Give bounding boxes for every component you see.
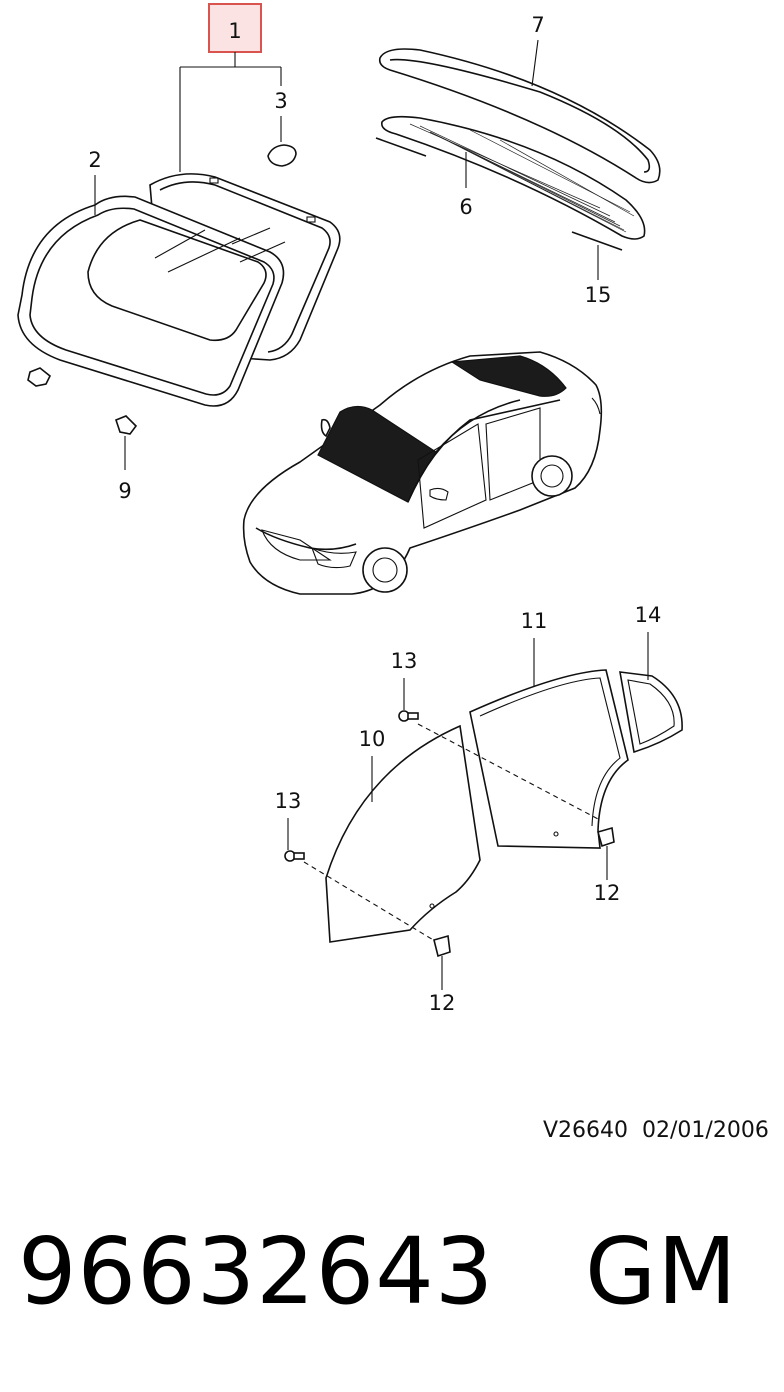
part-number: 96632643 <box>18 1218 495 1325</box>
callout-13-lower: 13 <box>275 789 302 813</box>
windshield-molding <box>17 195 286 407</box>
back-glass <box>380 115 646 240</box>
callout-15: 15 <box>585 283 612 307</box>
callout-11: 11 <box>521 609 548 633</box>
rear-quarter-glass <box>619 671 683 754</box>
bolt-part-upper <box>398 710 419 722</box>
bolt-part-lower <box>284 850 305 862</box>
front-door-glass <box>325 724 481 943</box>
callout-13-upper: 13 <box>391 649 418 673</box>
callout-7: 7 <box>531 13 544 37</box>
cap-part <box>267 144 297 167</box>
rear-door-glass <box>469 669 629 849</box>
callout-6: 6 <box>459 195 472 219</box>
callout-10: 10 <box>359 727 386 751</box>
callout-12-front: 12 <box>429 991 456 1015</box>
part-number-line: 96632643 GM <box>18 1222 738 1322</box>
clip-part <box>27 367 52 387</box>
clip-part-9 <box>115 415 138 435</box>
callout-1: 1 <box>228 19 241 43</box>
callout-2: 2 <box>88 148 101 172</box>
car-illustration <box>242 351 603 595</box>
callout-12-rear: 12 <box>594 881 621 905</box>
callout-3: 3 <box>274 89 287 113</box>
callout-1-leader <box>179 52 282 172</box>
defroster-grid <box>409 123 635 233</box>
strip-part <box>375 137 427 157</box>
diagram-code: V26640 02/01/2006 <box>543 1118 769 1143</box>
strip-part-15 <box>571 231 623 251</box>
callout-14: 14 <box>635 603 662 627</box>
brand-label: GM <box>585 1218 738 1325</box>
callout-9: 9 <box>118 479 131 503</box>
channel-part-rear <box>597 826 615 848</box>
channel-part-front <box>433 934 451 958</box>
back-glass-molding <box>378 48 661 184</box>
